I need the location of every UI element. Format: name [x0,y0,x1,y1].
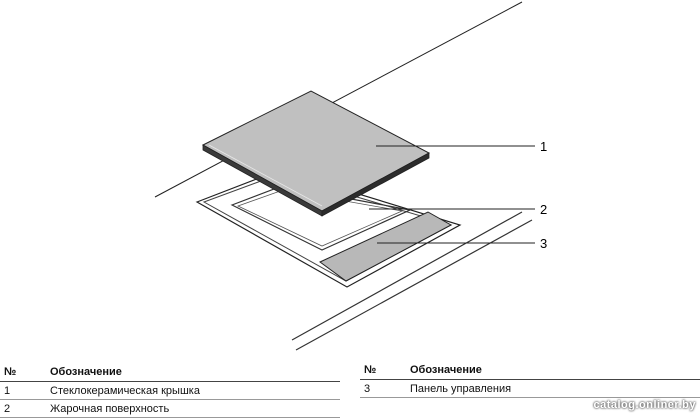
row-number: 3 [360,379,406,398]
row-name: Стеклокерамическая крышка [46,381,340,400]
countertop-front-line-top [291,211,523,341]
callout-3: 3 [540,236,547,251]
row-number: 1 [0,381,46,400]
col-number-header: № [360,362,406,380]
countertop-front-line-bottom [295,219,533,351]
control-panel [319,211,453,282]
table-header-row: № Обозначение [360,362,700,380]
table-row: 3 Панель управления [360,379,700,398]
table-header-row: № Обозначение [0,364,340,382]
table-row: 2 Жарочная поверхность [0,399,340,418]
legend-table-right: № Обозначение 3 Панель управления [360,362,700,398]
callout-1: 1 [540,139,547,154]
hob-unit [195,169,462,288]
col-number-header: № [0,364,46,382]
row-number: 2 [0,399,46,418]
countertop-back-line [154,1,523,198]
callout-2: 2 [540,202,547,217]
col-name-header: Обозначение [46,364,340,382]
row-name: Жарочная поверхность [46,399,340,418]
col-name-header: Обозначение [406,362,700,380]
glass-ceramic-lid [201,90,431,217]
table-row: 1 Стеклокерамическая крышка [0,381,340,400]
watermark: catalog.onliner.by [593,399,696,411]
legend-table-left: № Обозначение 1 Стеклокерамическая крышк… [0,364,340,418]
row-name: Панель управления [406,379,700,398]
hob-diagram: 1 2 3 [154,1,547,351]
